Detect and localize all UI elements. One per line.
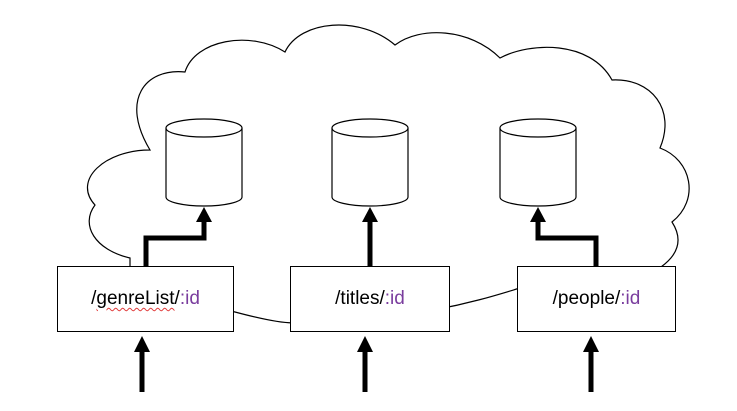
route-box-titles: /titles/:id (290, 266, 450, 332)
route-label: /people/:id (553, 288, 641, 310)
route-box-people: /people/:id (517, 266, 676, 332)
connector-titles-to-db (362, 207, 378, 267)
database-icon (165, 118, 243, 207)
route-path-segment: genreList (96, 288, 175, 309)
route-prefix: / (335, 288, 341, 309)
route-param: :id (384, 288, 405, 309)
route-prefix: / (91, 288, 97, 309)
request-arrow-people (583, 336, 599, 392)
connector-people-to-db (530, 207, 599, 267)
route-label: /genreList/:id (91, 288, 200, 310)
route-separator: / (174, 288, 180, 309)
route-prefix: / (552, 288, 558, 309)
connector-genre-to-db (143, 207, 212, 267)
route-path-segment: titles (340, 288, 380, 309)
route-separator: / (614, 288, 621, 309)
route-param: :id (620, 288, 641, 309)
route-param: :id (179, 288, 200, 309)
route-path-segment: people (557, 288, 615, 309)
request-arrow-genre (134, 336, 150, 392)
request-arrow-titles (357, 336, 373, 392)
route-label: /titles/:id (335, 288, 405, 310)
database-icon (331, 118, 409, 207)
database-icon (499, 118, 577, 207)
route-box-genre-list: /genreList/:id (57, 266, 234, 332)
route-separator: / (379, 288, 385, 309)
